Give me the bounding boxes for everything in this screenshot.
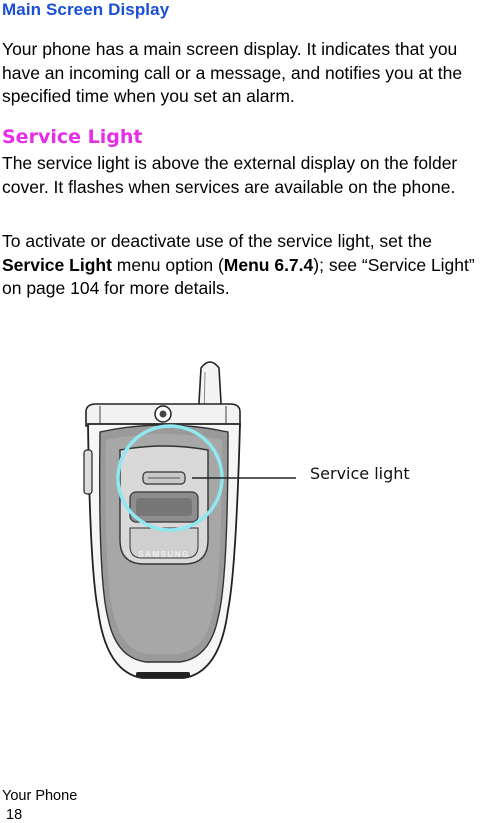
instructions-text-3: ); see “Service Light” on page 104 for m…: [2, 254, 475, 299]
page-number: 18: [6, 807, 23, 823]
side-key: [83, 449, 93, 495]
section-heading: Main Screen Display: [2, 0, 170, 19]
service-light-instructions: To activate or deactivate use of the ser…: [2, 230, 497, 301]
service-light-description: The service light is above the external …: [2, 153, 458, 197]
subsection-heading: Service Light: [2, 126, 143, 148]
service-light-callout: Service light: [310, 464, 410, 483]
phone-illustration: SAMSUNG: [83, 361, 296, 679]
footer-section-title: Your Phone: [2, 788, 78, 804]
menu-number: Menu 6.7.4: [223, 254, 314, 275]
bottom-edge: [136, 672, 190, 678]
brand-logo: SAMSUNG: [138, 550, 189, 559]
instructions-text-2: menu option (: [111, 254, 224, 275]
menu-option-name: Service Light: [2, 254, 112, 275]
intro-paragraph: Your phone has a main screen display. It…: [2, 39, 463, 106]
instructions-text-1: To activate or deactivate use of the ser…: [2, 231, 432, 251]
